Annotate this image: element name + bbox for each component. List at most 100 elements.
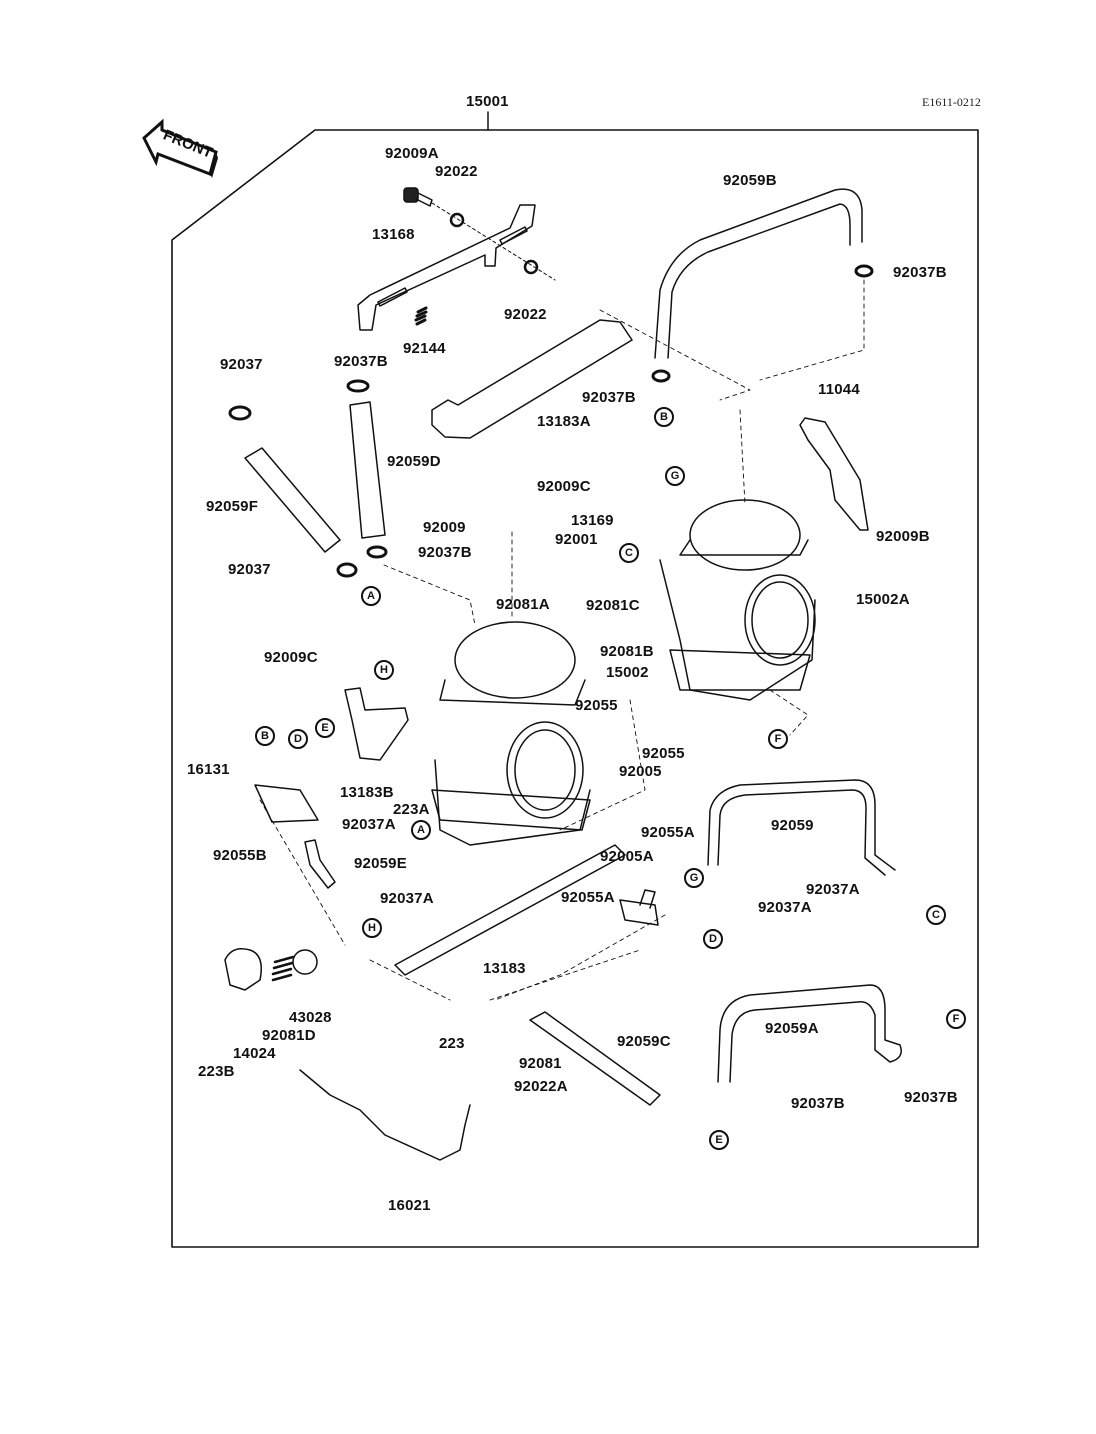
connection-marker: B: [255, 726, 275, 746]
part-label: 92081B: [600, 643, 654, 660]
bracket-11044: [799, 417, 869, 531]
connection-marker: F: [768, 729, 788, 749]
part-label: 92022: [435, 163, 478, 180]
part-label: 92001: [555, 531, 598, 548]
part-label: 223B: [198, 1063, 235, 1080]
part-label: 223: [439, 1035, 465, 1052]
alignment-guides: [259, 279, 865, 1001]
part-label: 13169: [571, 512, 614, 529]
connection-marker: C: [619, 543, 639, 563]
plate-13183A: [431, 319, 633, 439]
carburetor-15002: [431, 621, 591, 846]
part-label: 16131: [187, 761, 230, 778]
part-label: 13183A: [537, 413, 591, 430]
part-label: 92059F: [206, 498, 259, 515]
clamp-92037B-right: [854, 264, 874, 278]
part-label: 92081C: [586, 597, 640, 614]
choke-cable-16021: [299, 1069, 471, 1161]
part-label: 92059B: [723, 172, 777, 189]
assembly-label: 15001: [466, 93, 509, 110]
part-label: 11044: [818, 381, 860, 398]
connection-marker: E: [709, 1130, 729, 1150]
connection-marker: C: [926, 905, 946, 925]
part-label: 92037: [220, 356, 263, 373]
part-label: 92037A: [342, 816, 396, 833]
part-label: 92059: [771, 817, 814, 834]
part-label: 92055A: [641, 824, 695, 841]
connection-marker: G: [665, 466, 685, 486]
part-label: 92059C: [617, 1033, 671, 1050]
part-label: 92059D: [387, 453, 441, 470]
part-label: 92037B: [904, 1089, 958, 1106]
part-label: 15002: [606, 664, 649, 681]
spring-43028: [271, 955, 295, 982]
washer-92022-top: [449, 212, 465, 228]
connection-marker: A: [411, 820, 431, 840]
front-direction-arrow-icon: FRONT: [142, 118, 218, 178]
connection-marker: D: [703, 929, 723, 949]
hose-92059F: [244, 447, 341, 553]
part-label: 92005A: [600, 848, 654, 865]
cover-14024: [224, 948, 262, 991]
part-label: 43028: [289, 1009, 332, 1026]
part-label: 92081: [519, 1055, 562, 1072]
part-label: 92037A: [806, 881, 860, 898]
tee-92005A: [619, 889, 659, 926]
carburetor-15002A: [659, 499, 816, 701]
connection-marker: D: [288, 729, 308, 749]
connection-marker: B: [654, 407, 674, 427]
part-label: 92022A: [514, 1078, 568, 1095]
hose-92059D: [349, 401, 386, 539]
diaphragm-43028: [292, 949, 318, 975]
part-label: 13183: [483, 960, 526, 977]
part-label: 92081D: [262, 1027, 316, 1044]
part-label: 92005: [619, 763, 662, 780]
connection-marker: H: [374, 660, 394, 680]
part-label: 92059A: [765, 1020, 819, 1037]
part-label: 13183B: [340, 784, 394, 801]
connection-marker: E: [315, 718, 335, 738]
bar-13183: [394, 844, 626, 976]
spring-92144: [414, 306, 428, 326]
part-label: 92037A: [758, 899, 812, 916]
part-label: 92037B: [791, 1095, 845, 1112]
clamp-92037B-lower: [366, 545, 388, 559]
part-label: 92037B: [893, 264, 947, 281]
part-label: 92037B: [334, 353, 388, 370]
part-label: 92009: [423, 519, 466, 536]
part-label: 16021: [388, 1197, 431, 1214]
bolt-92009A: [403, 187, 433, 207]
part-label: 15002A: [856, 591, 910, 608]
part-label: 92059E: [354, 855, 407, 872]
part-label: 92081A: [496, 596, 550, 613]
bracket-13183B: [344, 687, 409, 761]
clamp-92037-top: [228, 405, 252, 421]
hose-92059: [707, 779, 896, 876]
part-label: 92009B: [876, 528, 930, 545]
part-label: 92055: [642, 745, 685, 762]
hose-92059C: [529, 1011, 661, 1106]
part-label: 92037B: [418, 544, 472, 561]
part-label: 14024: [233, 1045, 276, 1062]
part-label: 92144: [403, 340, 446, 357]
part-label: 92037: [228, 561, 271, 578]
part-label: 223A: [393, 801, 430, 818]
hose-92059B: [654, 188, 863, 359]
clamp-92037B-mid: [651, 369, 671, 383]
part-label: 92009A: [385, 145, 439, 162]
reference-code: E1611-0212: [922, 95, 981, 109]
bracket-13168: [357, 204, 536, 331]
part-label: 92022: [504, 306, 547, 323]
connection-marker: A: [361, 586, 381, 606]
hose-92059E: [304, 839, 336, 889]
part-label: 92009C: [264, 649, 318, 666]
clamp-92037B-top: [346, 379, 370, 393]
assembly-frame: [171, 129, 979, 1248]
connection-marker: F: [946, 1009, 966, 1029]
connection-marker: H: [362, 918, 382, 938]
part-label: 92037B: [582, 389, 636, 406]
washer-92022-bottom: [523, 259, 539, 275]
part-label: 92055A: [561, 889, 615, 906]
part-label: 92055: [575, 697, 618, 714]
